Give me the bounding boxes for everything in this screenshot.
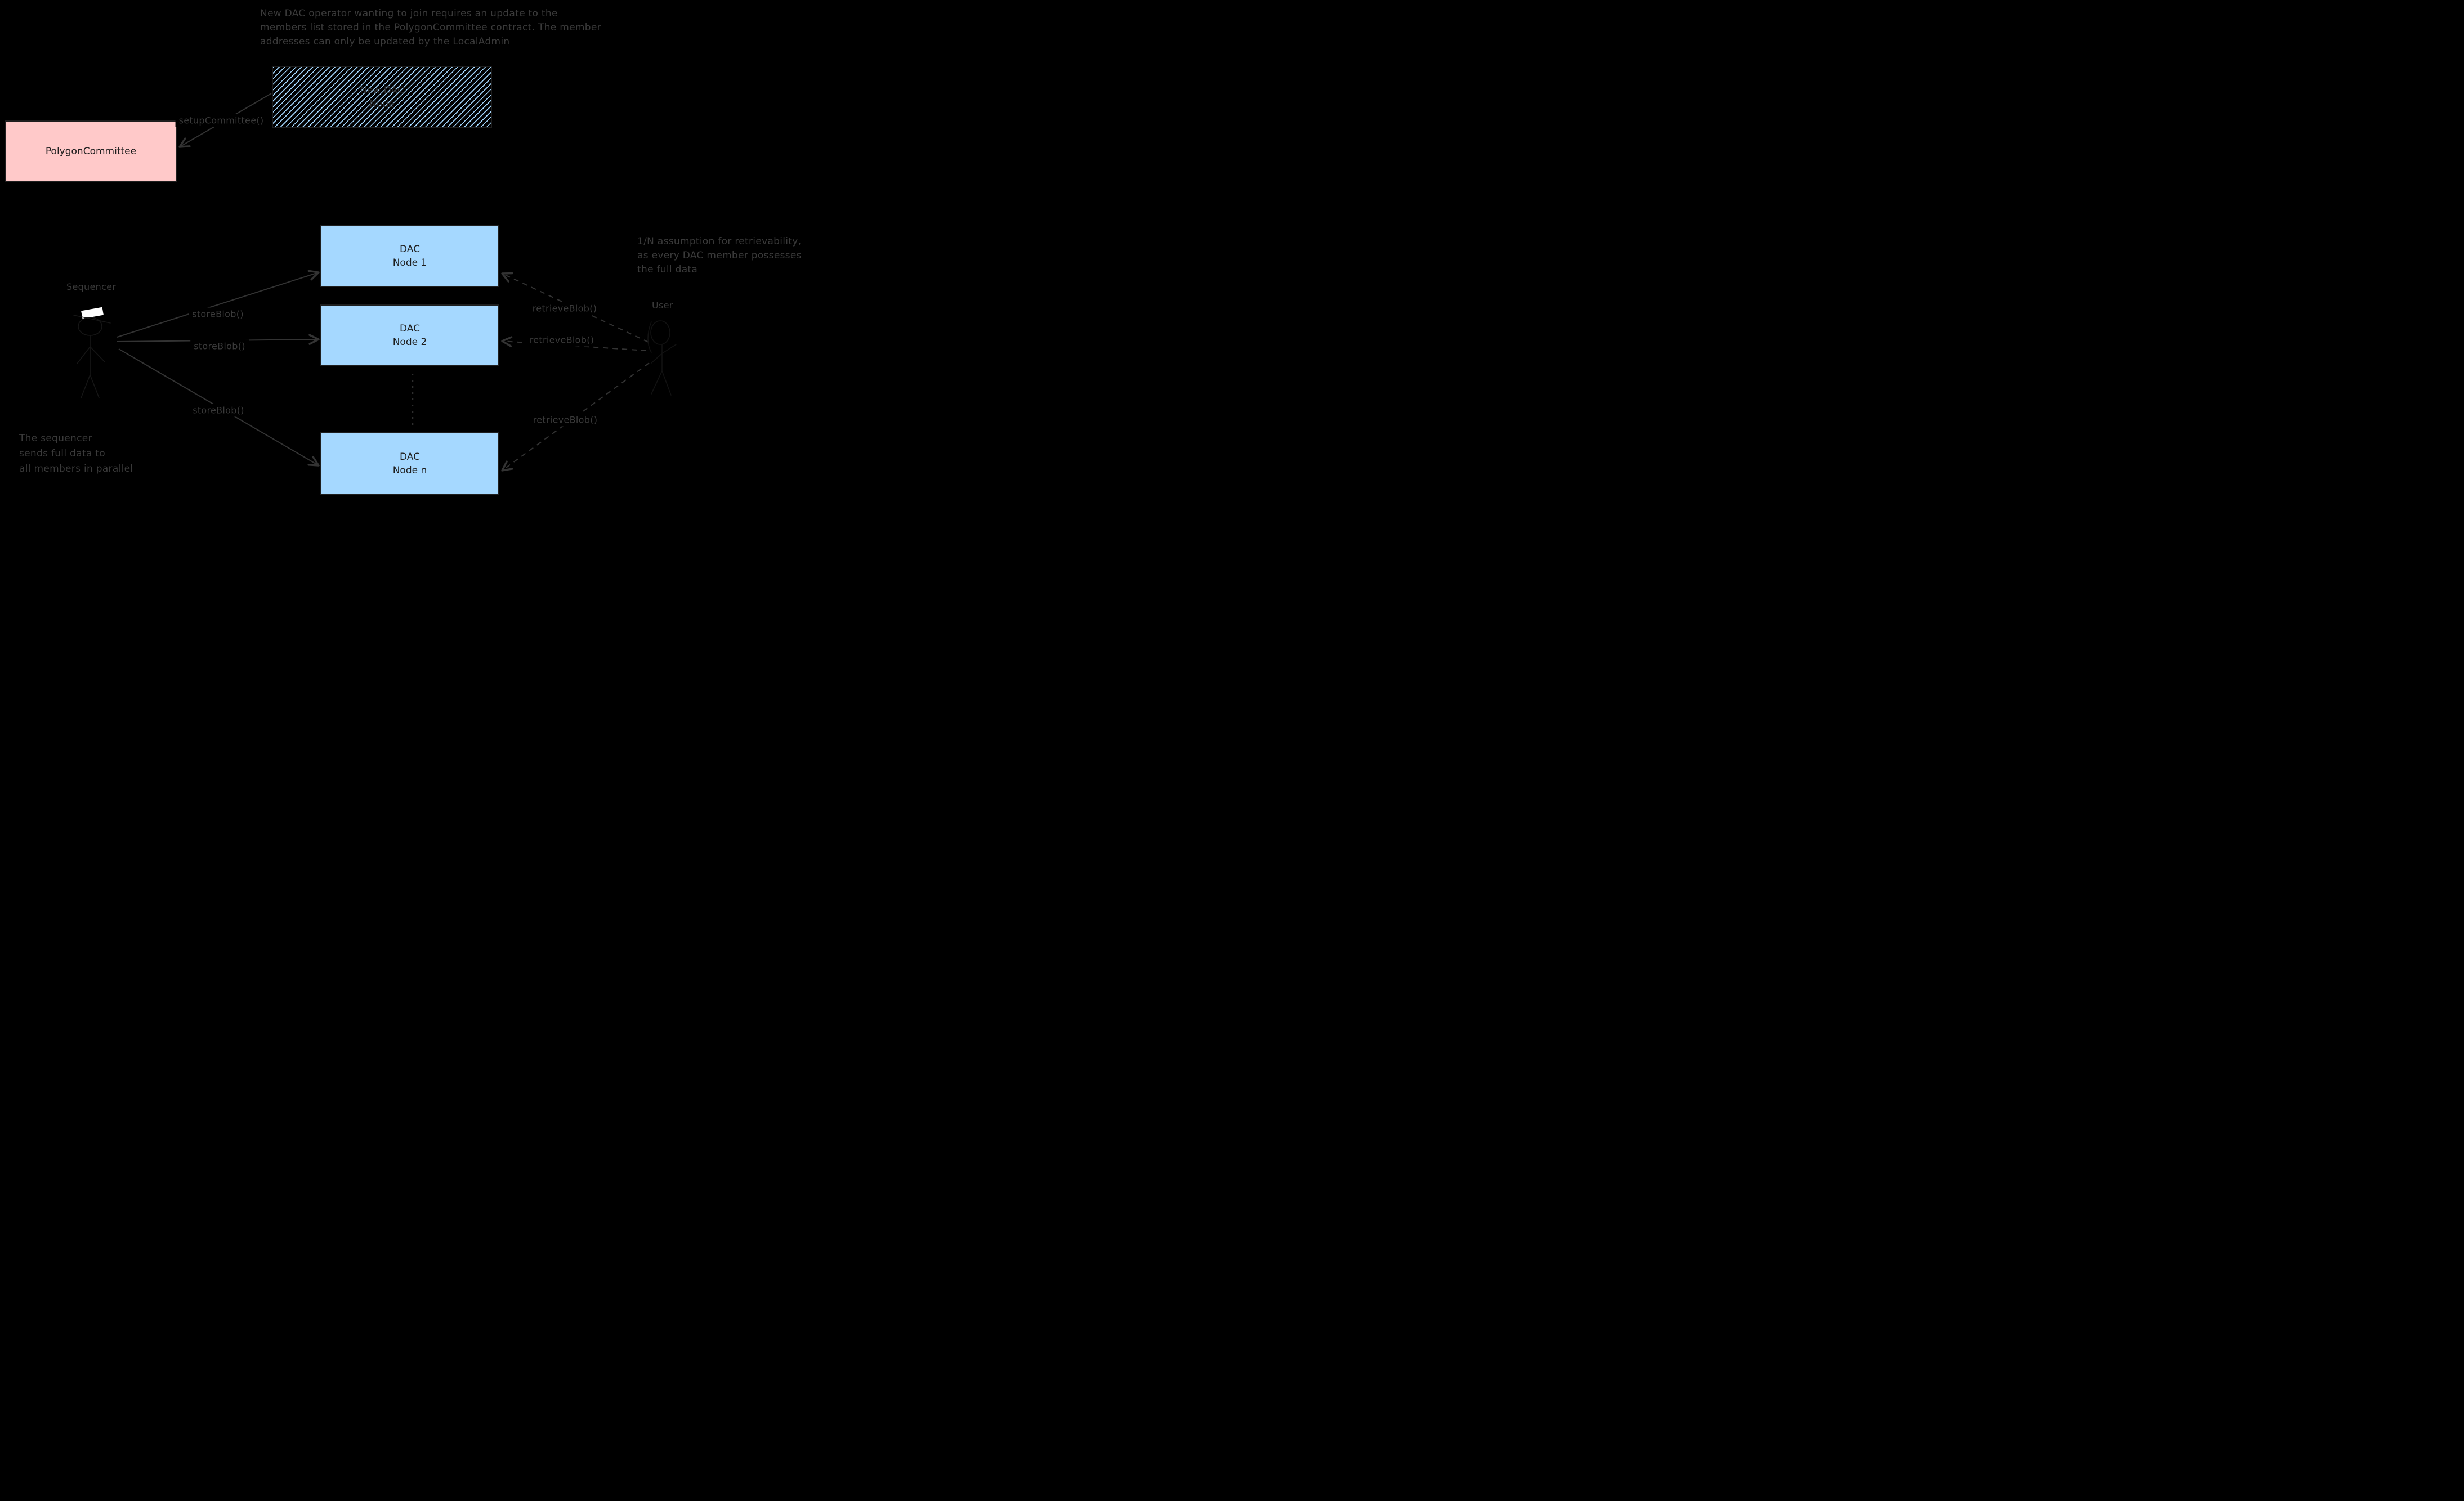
dac-node-1-box: DAC Node 1 xyxy=(320,225,499,287)
dac-node-1-label: DAC Node 1 xyxy=(392,244,427,268)
polygon-committee-box: PolygonCommittee xyxy=(5,120,177,182)
sequencer-label: Sequencer xyxy=(66,281,117,292)
user-label: User xyxy=(652,300,673,311)
arrows-overlay xyxy=(73,93,677,472)
store-blob-edge-label-1: storeBlob() xyxy=(189,307,247,321)
diagram-canvas: New DAC operator wanting to join require… xyxy=(0,0,821,500)
sequencer-figure xyxy=(73,315,111,398)
dac-node-2-label: DAC Node 2 xyxy=(392,323,427,348)
retrievability-note: 1/N assumption for retrievability, as ev… xyxy=(637,236,802,275)
store-blob-edge-label-n: storeBlob() xyxy=(189,404,248,417)
new-dac-node-label: New DAC Node xyxy=(360,84,404,110)
polygon-committee-label: PolygonCommittee xyxy=(45,146,137,157)
retrieve-blob-arrow-2 xyxy=(501,336,647,351)
user-figure xyxy=(647,320,677,396)
dac-node-2-box: DAC Node 2 xyxy=(320,304,499,366)
retrieve-blob-edge-label-2: retrieveBlob() xyxy=(526,333,598,347)
setup-committee-edge-label: setupCommittee() xyxy=(175,114,267,127)
top-note: New DAC operator wanting to join require… xyxy=(260,8,601,47)
dac-node-n-box: DAC Node n xyxy=(320,432,499,495)
retrieve-blob-edge-label-1: retrieveBlob() xyxy=(529,302,601,315)
store-blob-edge-label-2: storeBlob() xyxy=(190,339,249,353)
sequencer-note: The sequencer sends full data to all mem… xyxy=(19,433,133,474)
store-blob-arrow-1 xyxy=(117,270,320,338)
dac-node-n-label: DAC Node n xyxy=(392,451,427,476)
new-dac-node-box: New DAC Node xyxy=(272,66,492,128)
retrieve-blob-edge-label-n: retrieveBlob() xyxy=(529,413,601,427)
